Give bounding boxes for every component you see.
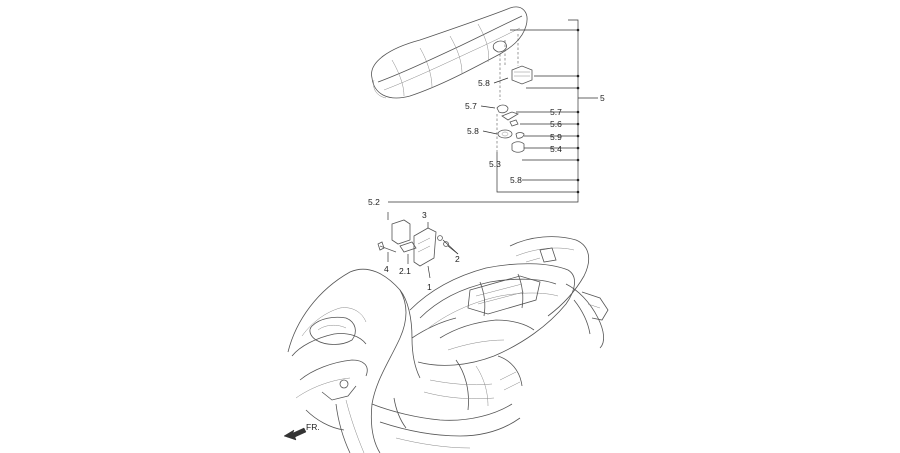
front-label: FR. — [306, 422, 320, 432]
seat-hinge — [499, 34, 533, 100]
label-2-1: 2.1 — [399, 266, 411, 276]
label-5: 5 — [600, 93, 605, 103]
assembly-bracket-5 — [388, 19, 598, 203]
lock-latch — [496, 104, 525, 153]
label-5-7-b: 5.7 — [550, 107, 562, 117]
label-5-8-a: 5.8 — [478, 78, 490, 88]
label-5-2: 5.2 — [368, 197, 380, 207]
label-4: 4 — [384, 264, 389, 274]
seat — [371, 6, 528, 99]
label-5-8-b: 5.8 — [467, 126, 479, 136]
front-direction-indicator: FR. — [283, 422, 320, 441]
label-5-8-c: 5.8 — [510, 175, 522, 185]
label-5-7-a: 5.7 — [465, 101, 477, 111]
label-3: 3 — [422, 210, 427, 220]
front-arrow-icon — [283, 427, 307, 441]
label-5-6: 5.6 — [550, 119, 562, 129]
scooter-body — [287, 236, 609, 453]
label-1: 1 — [427, 282, 432, 292]
label-2: 2 — [455, 254, 460, 264]
label-5-4: 5.4 — [550, 144, 562, 154]
label-5-9: 5.9 — [550, 132, 562, 142]
label-5-3: 5.3 — [489, 159, 501, 169]
mounting-bracket — [377, 212, 459, 279]
